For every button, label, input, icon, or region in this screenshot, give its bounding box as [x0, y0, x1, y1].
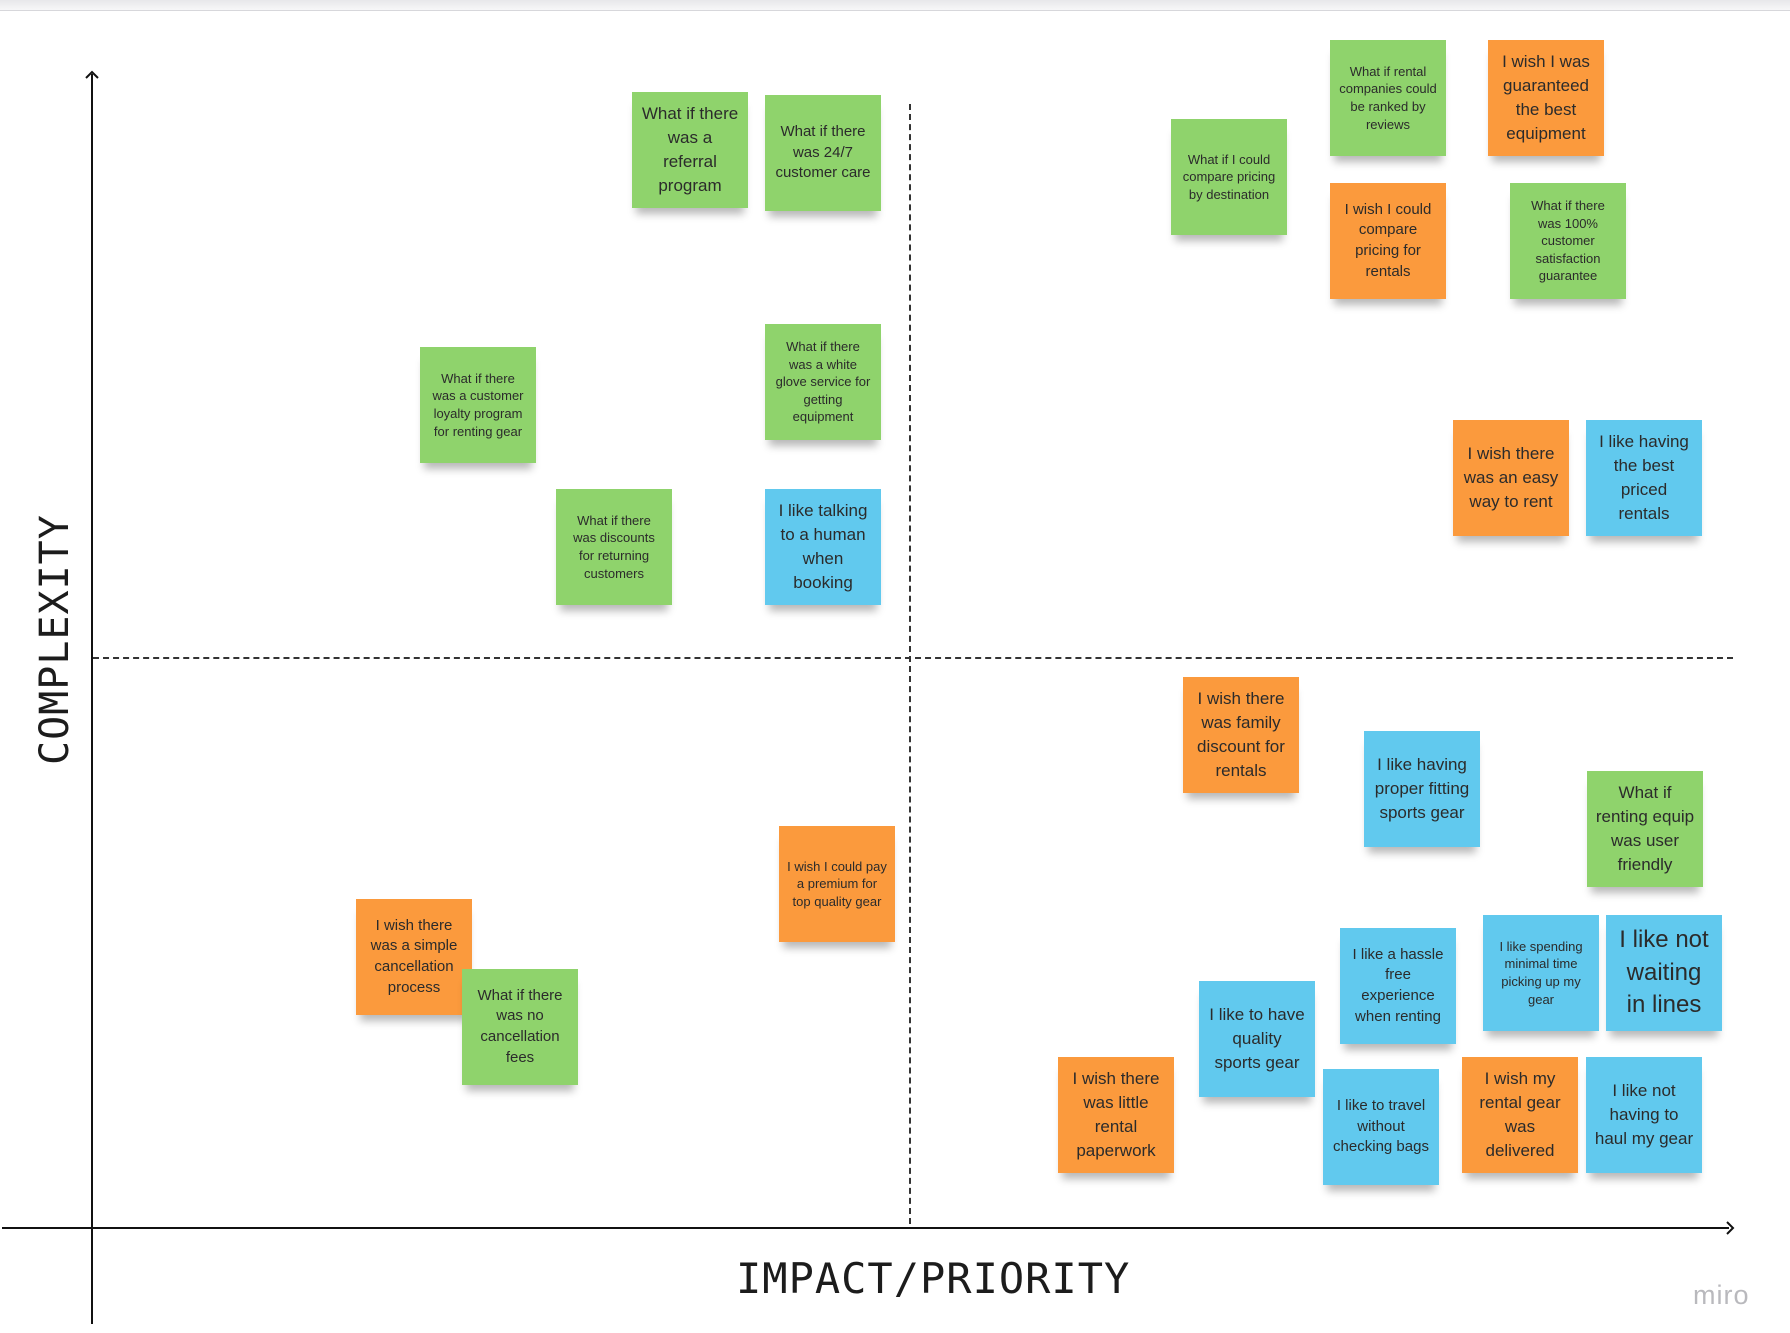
- window-top-bar: [0, 0, 1790, 11]
- sticky-note[interactable]: I wish I was guaranteed the best equipme…: [1488, 40, 1604, 156]
- sticky-note[interactable]: What if there was discounts for returnin…: [556, 489, 672, 605]
- sticky-note[interactable]: I wish there was family discount for ren…: [1183, 677, 1299, 793]
- sticky-note[interactable]: I like to travel without checking bags: [1323, 1069, 1439, 1185]
- sticky-note[interactable]: What if there was no cancellation fees: [462, 969, 578, 1085]
- x-axis-label: IMPACT/PRIORITY: [736, 1254, 1131, 1303]
- sticky-note[interactable]: I wish there was a simple cancellation p…: [356, 899, 472, 1015]
- sticky-note[interactable]: I like having the best priced rentals: [1586, 420, 1702, 536]
- sticky-note[interactable]: I wish there was an easy way to rent: [1453, 420, 1569, 536]
- sticky-note[interactable]: I wish my rental gear was delivered: [1462, 1057, 1578, 1173]
- sticky-note[interactable]: I like a hassle free experience when ren…: [1340, 928, 1456, 1044]
- y-axis-line: [91, 74, 93, 1324]
- sticky-note[interactable]: I wish there was little rental paperwork: [1058, 1057, 1174, 1173]
- y-axis-label: COMPLEXITY: [32, 514, 78, 765]
- sticky-note[interactable]: What if rental companies could be ranked…: [1330, 40, 1446, 156]
- sticky-note[interactable]: I like talking to a human when booking: [765, 489, 881, 605]
- vertical-divider: [909, 104, 911, 1224]
- sticky-note[interactable]: What if there was a white glove service …: [765, 324, 881, 440]
- y-axis-arrow-icon: [85, 70, 99, 79]
- sticky-note[interactable]: What if I could compare pricing by desti…: [1171, 119, 1287, 235]
- sticky-note[interactable]: What if renting equip was user friendly: [1587, 771, 1703, 887]
- sticky-note[interactable]: I like not waiting in lines: [1606, 915, 1722, 1031]
- sticky-note[interactable]: I wish I could pay a premium for top qua…: [779, 826, 895, 942]
- sticky-note[interactable]: I like spending minimal time picking up …: [1483, 915, 1599, 1031]
- sticky-note[interactable]: What if there was 24/7 customer care: [765, 95, 881, 211]
- sticky-note[interactable]: I like not having to haul my gear: [1586, 1057, 1702, 1173]
- sticky-note[interactable]: What if there was a referral program: [632, 92, 748, 208]
- sticky-note[interactable]: I wish I could compare pricing for renta…: [1330, 183, 1446, 299]
- x-axis-arrow-icon: [1726, 1221, 1735, 1235]
- horizontal-divider: [93, 657, 1733, 659]
- sticky-note[interactable]: What if there was a customer loyalty pro…: [420, 347, 536, 463]
- sticky-note[interactable]: What if there was 100% customer satisfac…: [1510, 183, 1626, 299]
- x-axis-line: [2, 1227, 1729, 1229]
- sticky-note[interactable]: I like having proper fitting sports gear: [1364, 731, 1480, 847]
- miro-logo: miro: [1693, 1280, 1750, 1310]
- sticky-note[interactable]: I like to have quality sports gear: [1199, 981, 1315, 1097]
